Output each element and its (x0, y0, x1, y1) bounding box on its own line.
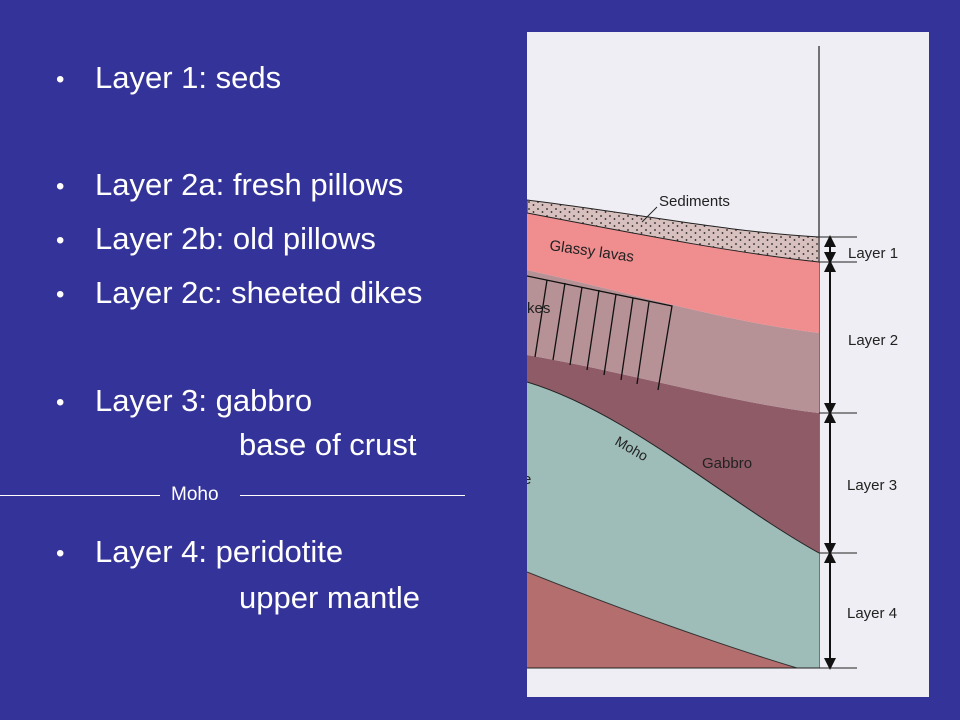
dike-layer (527, 270, 819, 413)
bullet-icon: • (56, 540, 65, 567)
partial-label: e (527, 471, 531, 488)
layer-4-label: Layer 4 (847, 605, 897, 622)
layer-3-label: Layer 3 (847, 477, 897, 494)
lower-mantle-layer (527, 572, 797, 668)
oceanic-crust-diagram: Sediments Glassy lavas kes Moho Gabbro e… (523, 32, 929, 697)
gabbro-label: Gabbro (702, 455, 752, 472)
bullet-icon: • (56, 227, 65, 254)
layer-2-label: Layer 2 (848, 332, 898, 349)
sediments-label: Sediments (659, 193, 730, 210)
bullet-icon: • (56, 66, 65, 93)
moho-label: Moho (171, 484, 219, 505)
bullet-icon: • (56, 281, 65, 308)
mantle-layer (527, 382, 819, 668)
dikes-label: kes (527, 300, 550, 317)
bullet-icon: • (56, 173, 65, 200)
layer-1-label: Layer 1 (848, 245, 898, 262)
gabbro-layer (527, 355, 819, 553)
bullet-icon: • (56, 389, 65, 416)
moho-divider-right (240, 495, 465, 496)
glassy-lava-layer (527, 213, 819, 333)
sheeted-dikes (526, 275, 673, 391)
moho-divider-left (0, 495, 160, 496)
